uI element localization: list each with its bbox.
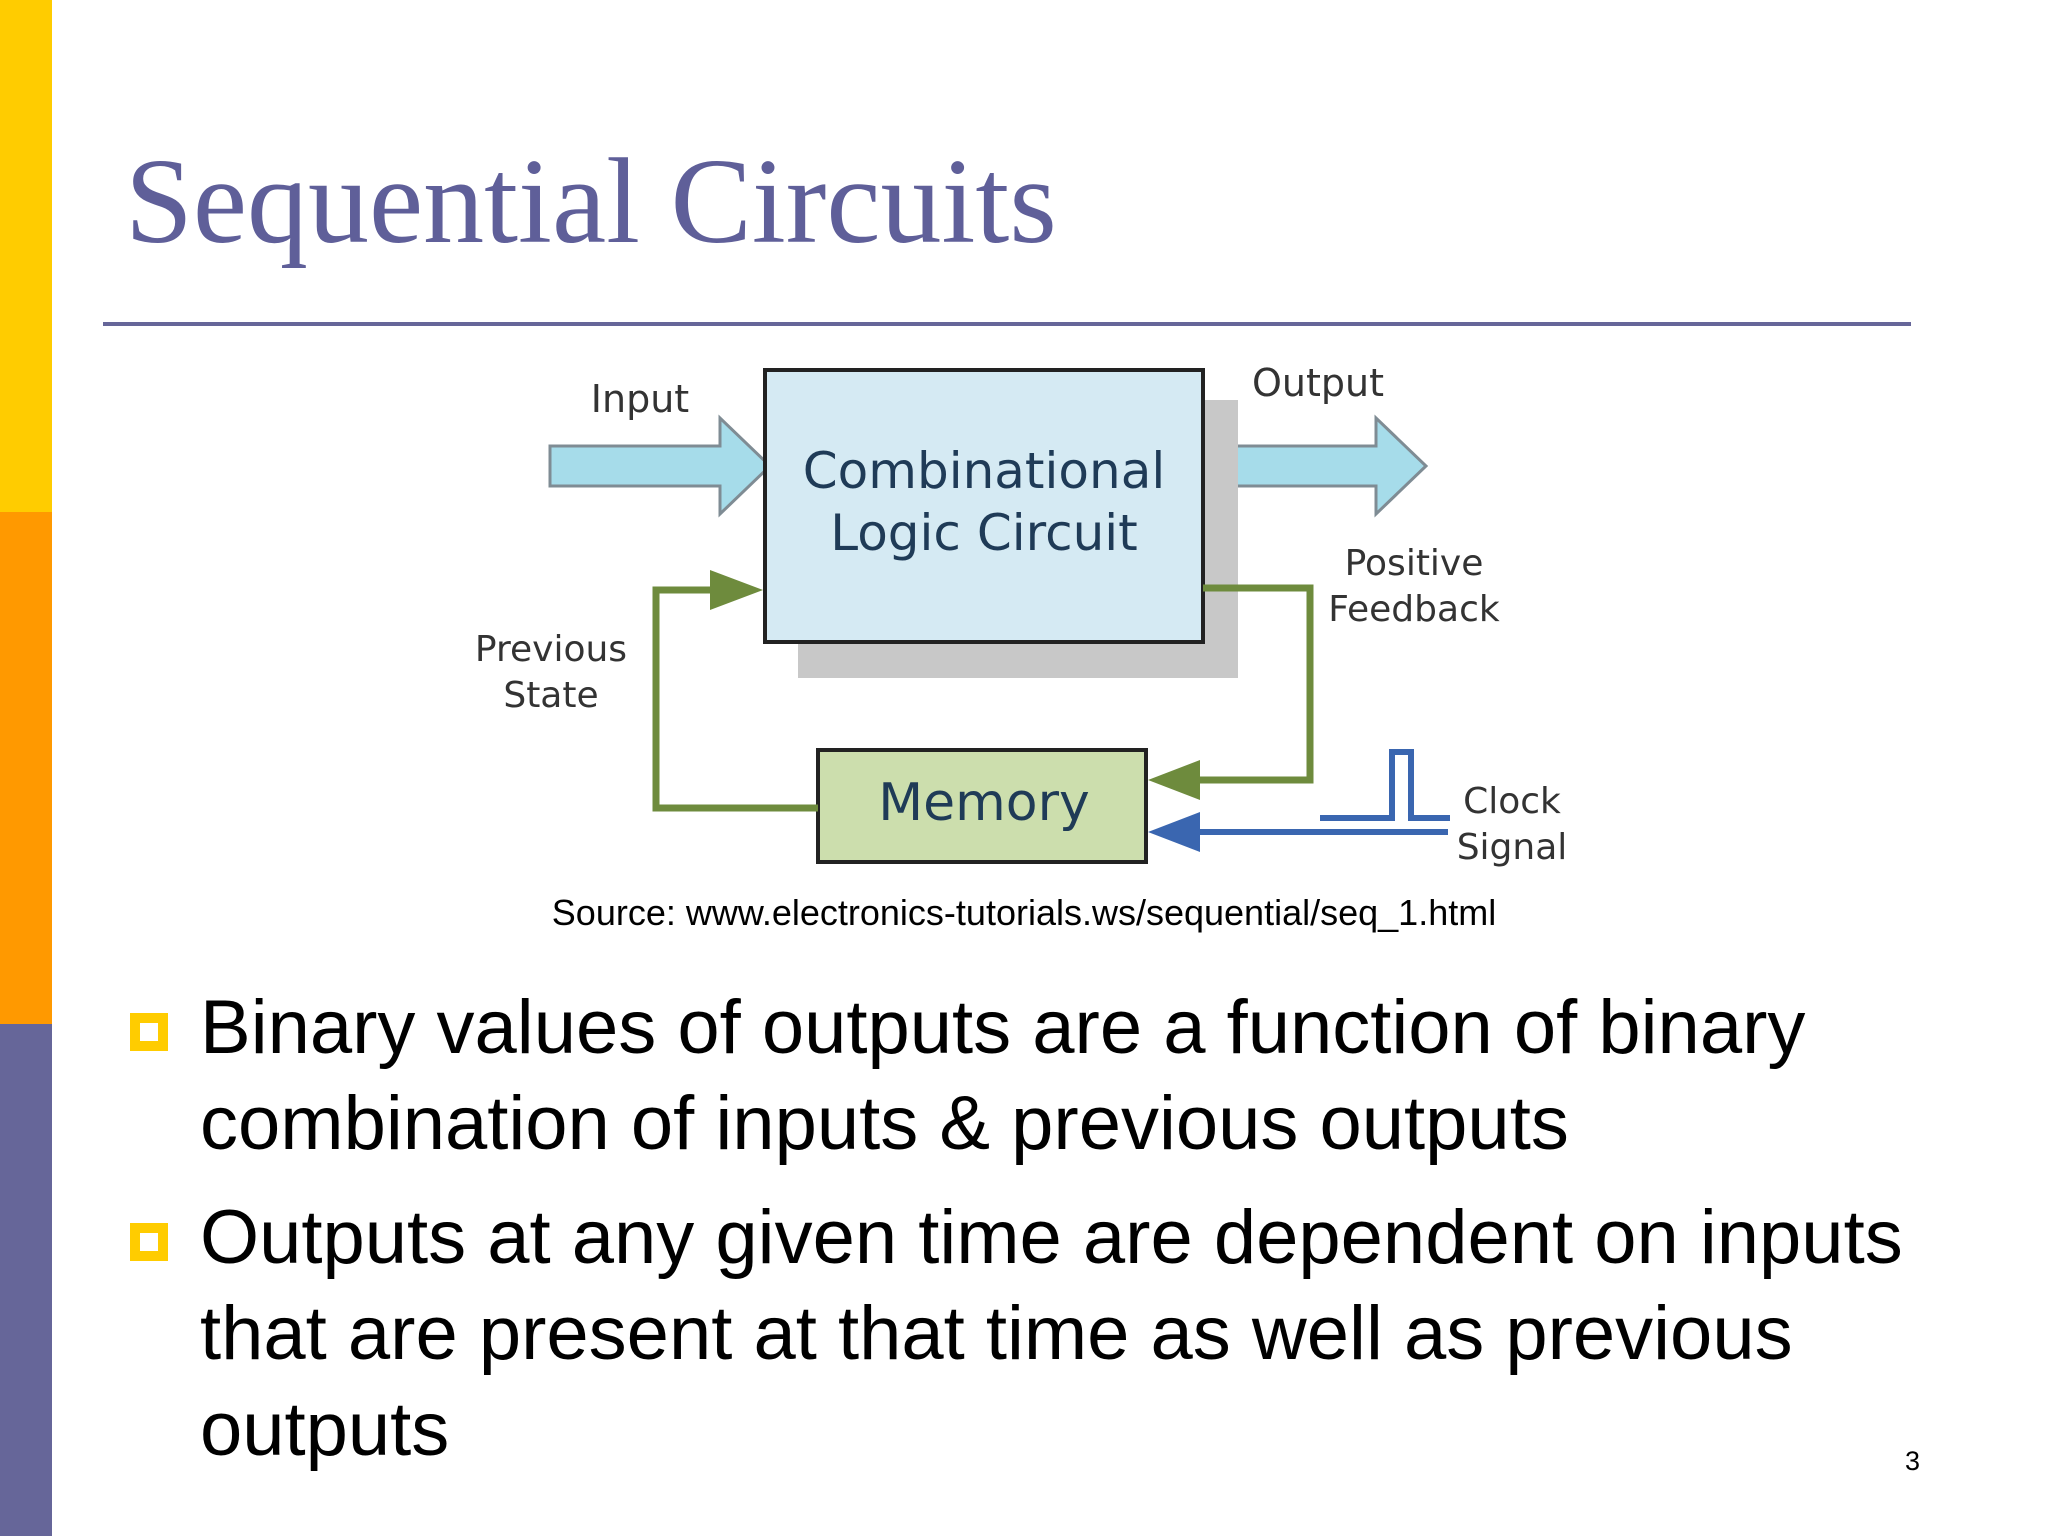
bullet-text-2: Outputs at any given time are dependent … (200, 1195, 1903, 1472)
previous-state-label-line1: Previous (475, 629, 627, 670)
output-label: Output (1252, 361, 1384, 405)
sidebar-accent-yellow (0, 0, 52, 512)
memory-label: Memory (878, 773, 1089, 833)
input-label: Input (591, 377, 689, 421)
slide-title: Sequential Circuits (125, 134, 1057, 269)
output-arrow (1210, 414, 1429, 518)
sidebar-accent-orange (0, 512, 52, 1024)
combinational-logic-block (763, 368, 1205, 644)
memory-block (816, 748, 1148, 864)
combinational-label-line1: Combinational (803, 442, 1165, 500)
feedback-path (1180, 584, 1314, 784)
bullet-marker-icon (130, 1223, 168, 1261)
source-caption: Source: www.electronics-tutorials.ws/seq… (551, 892, 1497, 933)
clock-label-line1: Clock (1463, 781, 1561, 822)
clock-pulse (1320, 749, 1450, 821)
slide-number: 3 (1905, 1446, 1921, 1476)
sidebar-accent-purple (0, 1024, 52, 1536)
bullet-marker-icon (130, 1013, 168, 1051)
positive-feedback-label-line1: Positive (1345, 543, 1484, 584)
input-arrow (548, 414, 773, 518)
combinational-block-shadow (798, 400, 1238, 678)
feedback-arrowhead (1148, 760, 1200, 800)
bullet-text-1: Binary values of outputs are a function … (200, 985, 1806, 1166)
previous-state-label-line2: State (503, 675, 598, 716)
previous-state-path (652, 586, 818, 812)
clock-arrowhead (1148, 812, 1200, 852)
positive-feedback-label-line2: Feedback (1328, 589, 1500, 630)
combinational-label-line2: Logic Circuit (830, 504, 1138, 562)
previous-state-arrowhead (710, 570, 763, 610)
clock-label-line2: Signal (1457, 827, 1568, 868)
title-divider (103, 322, 1911, 326)
